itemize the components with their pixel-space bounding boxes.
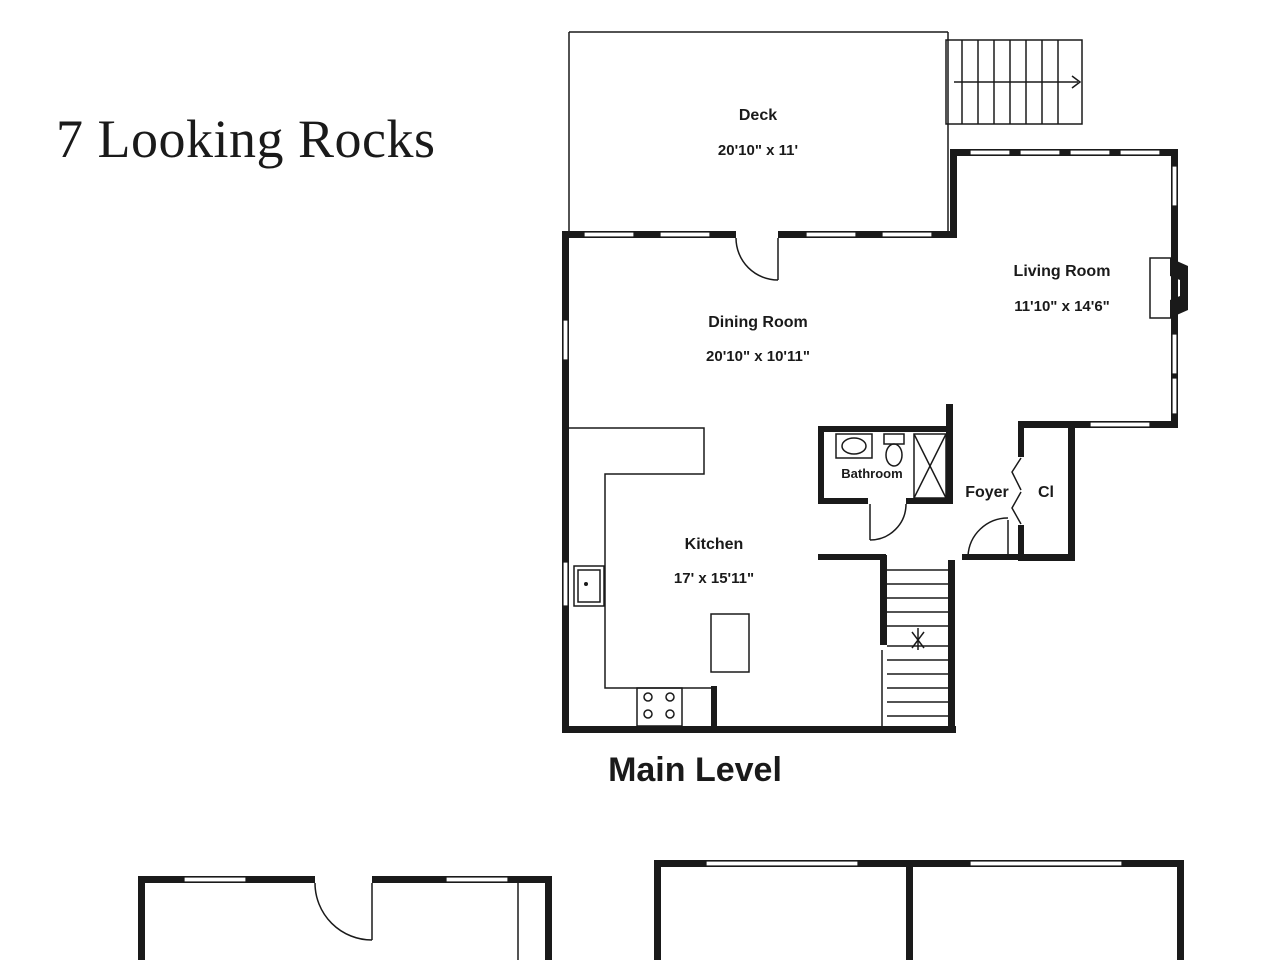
kitchen-label: Kitchen [685, 536, 744, 553]
interior-stairs [881, 569, 948, 726]
living-room-label: Living Room [1014, 263, 1111, 280]
dining-room-label: Dining Room [708, 314, 808, 331]
page-title: 7 Looking Rocks [56, 109, 436, 169]
closet-doors [1011, 457, 1022, 525]
lower-plan-right [654, 860, 1184, 960]
foyer-door [967, 517, 1009, 557]
bathroom-door [869, 503, 907, 541]
kitchen-dimensions: 17' x 15'11" [674, 570, 754, 587]
deck-door [735, 230, 779, 281]
deck-stairs [945, 39, 1083, 125]
deck-dimensions: 20'10" x 11' [718, 142, 798, 159]
bathroom-fixtures [835, 433, 947, 499]
fireplace [1149, 257, 1188, 319]
level-label: Main Level [608, 751, 782, 789]
foyer-label: Foyer [965, 484, 1009, 501]
kitchen-sink [573, 565, 605, 607]
exterior-walls [562, 149, 1178, 733]
deck-outline [568, 31, 949, 232]
dining-room-dimensions: 20'10" x 10'11" [706, 348, 810, 365]
deck-label: Deck [739, 107, 777, 124]
closet-label: Cl [1038, 484, 1054, 501]
kitchen-counters [569, 427, 750, 727]
windows [562, 149, 1178, 607]
bathroom-label: Bathroom [841, 466, 902, 481]
lower-plan-left [138, 876, 552, 960]
living-room-dimensions: 11'10" x 14'6" [1014, 298, 1110, 315]
